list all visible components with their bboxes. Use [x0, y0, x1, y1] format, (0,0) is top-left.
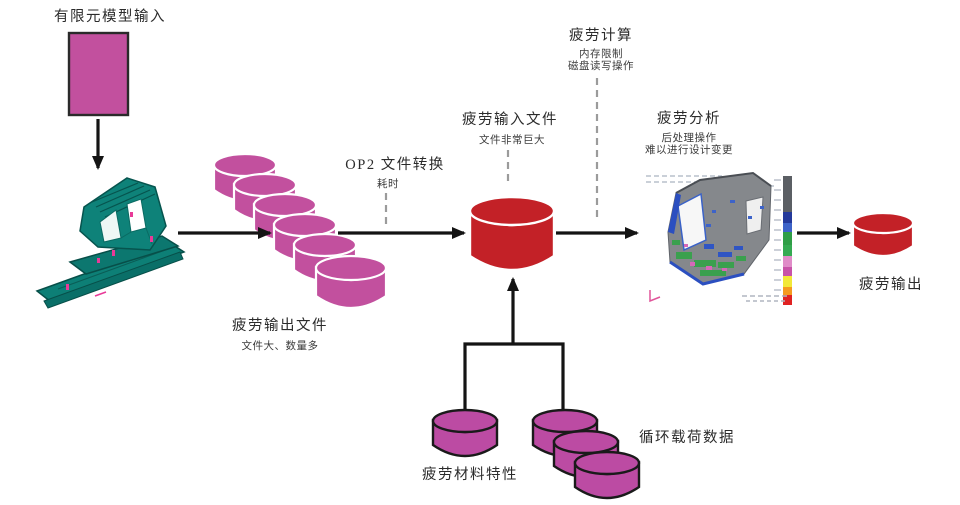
flow-arrows	[92, 119, 851, 345]
label-fatigue-analysis: 疲劳分析	[657, 111, 721, 127]
db-fatigue-input-file	[468, 195, 556, 272]
label-input-file: 疲劳输入文件	[462, 112, 558, 128]
db-fatigue-output	[851, 211, 915, 257]
label-fem-input: 有限元模型输入	[54, 9, 166, 25]
fem-model-figure	[35, 177, 186, 309]
note-output-files: 文件大、数量多	[241, 341, 319, 352]
label-material-props: 疲劳材料特性	[422, 467, 518, 483]
fea-result-figure	[646, 171, 792, 305]
note-fatigue-analysis-1: 后处理操作	[661, 133, 717, 144]
note-fatigue-calc-2: 磁盘读写操作	[568, 61, 634, 72]
label-op2-conversion: OP2 文件转换	[345, 157, 445, 173]
note-fatigue-calc-1: 内存限制	[579, 49, 623, 60]
label-fatigue-output: 疲劳输出	[859, 277, 923, 293]
fem-input-box	[67, 31, 130, 117]
note-op2-conversion: 耗时	[377, 179, 399, 190]
note-input-file: 文件非常巨大	[479, 135, 545, 146]
label-output-files: 疲劳输出文件	[232, 318, 328, 334]
db-material-props	[431, 408, 499, 458]
db-output-file-6	[314, 254, 388, 309]
axis-triad-glyph	[649, 290, 661, 303]
label-cyclic-load: 循环载荷数据	[639, 430, 735, 446]
dashed-annotation-lines	[384, 78, 599, 227]
db-cyclic-load-3	[573, 450, 641, 500]
label-fatigue-calc: 疲劳计算	[569, 28, 633, 44]
database-cylinders	[212, 152, 915, 500]
note-fatigue-analysis-2: 难以进行设计变更	[645, 145, 733, 156]
contour-colorbar	[774, 176, 792, 305]
